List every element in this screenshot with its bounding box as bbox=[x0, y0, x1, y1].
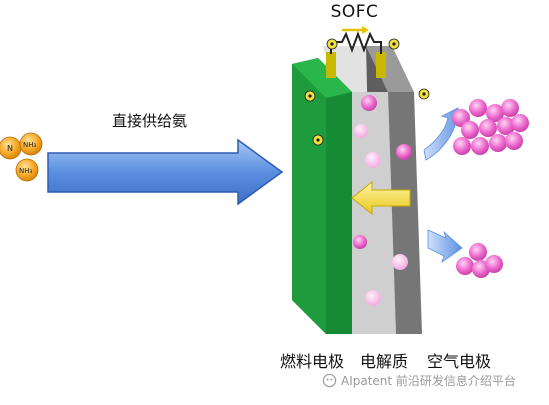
ion-cluster-upper bbox=[452, 99, 529, 155]
load-resistor bbox=[330, 31, 382, 54]
electron-markers bbox=[304, 38, 430, 146]
supply-label: 直接供给氨 bbox=[112, 112, 188, 130]
ion-cluster-lower bbox=[456, 243, 503, 278]
ammonia-molecules: N NH₃ NH₃ bbox=[0, 132, 43, 182]
molecule-label-nh3-b: NH₃ bbox=[19, 167, 33, 175]
watermark-text: AIpatent 前沿研发信息介绍平台 bbox=[341, 374, 516, 388]
air-electrode-label: 空气电极 bbox=[427, 352, 492, 371]
sofc-cell bbox=[292, 26, 430, 334]
exhaust-arrow-lower bbox=[427, 229, 463, 264]
ions-in-cell bbox=[353, 95, 412, 306]
fuel-electrode-label: 燃料电极 bbox=[280, 352, 345, 371]
molecule-label-n: N bbox=[7, 144, 13, 153]
wechat-icon bbox=[322, 373, 337, 388]
ion-flow-arrow bbox=[351, 180, 411, 216]
fuel-electrode bbox=[292, 64, 326, 334]
watermark: AIpatent 前沿研发信息介绍平台 bbox=[322, 372, 516, 389]
molecule-label-nh3-a: NH₃ bbox=[23, 141, 37, 149]
supply-arrow bbox=[47, 138, 284, 206]
electrolyte-label: 电解质 bbox=[360, 352, 409, 371]
diagram-title: SOFC bbox=[330, 2, 379, 22]
